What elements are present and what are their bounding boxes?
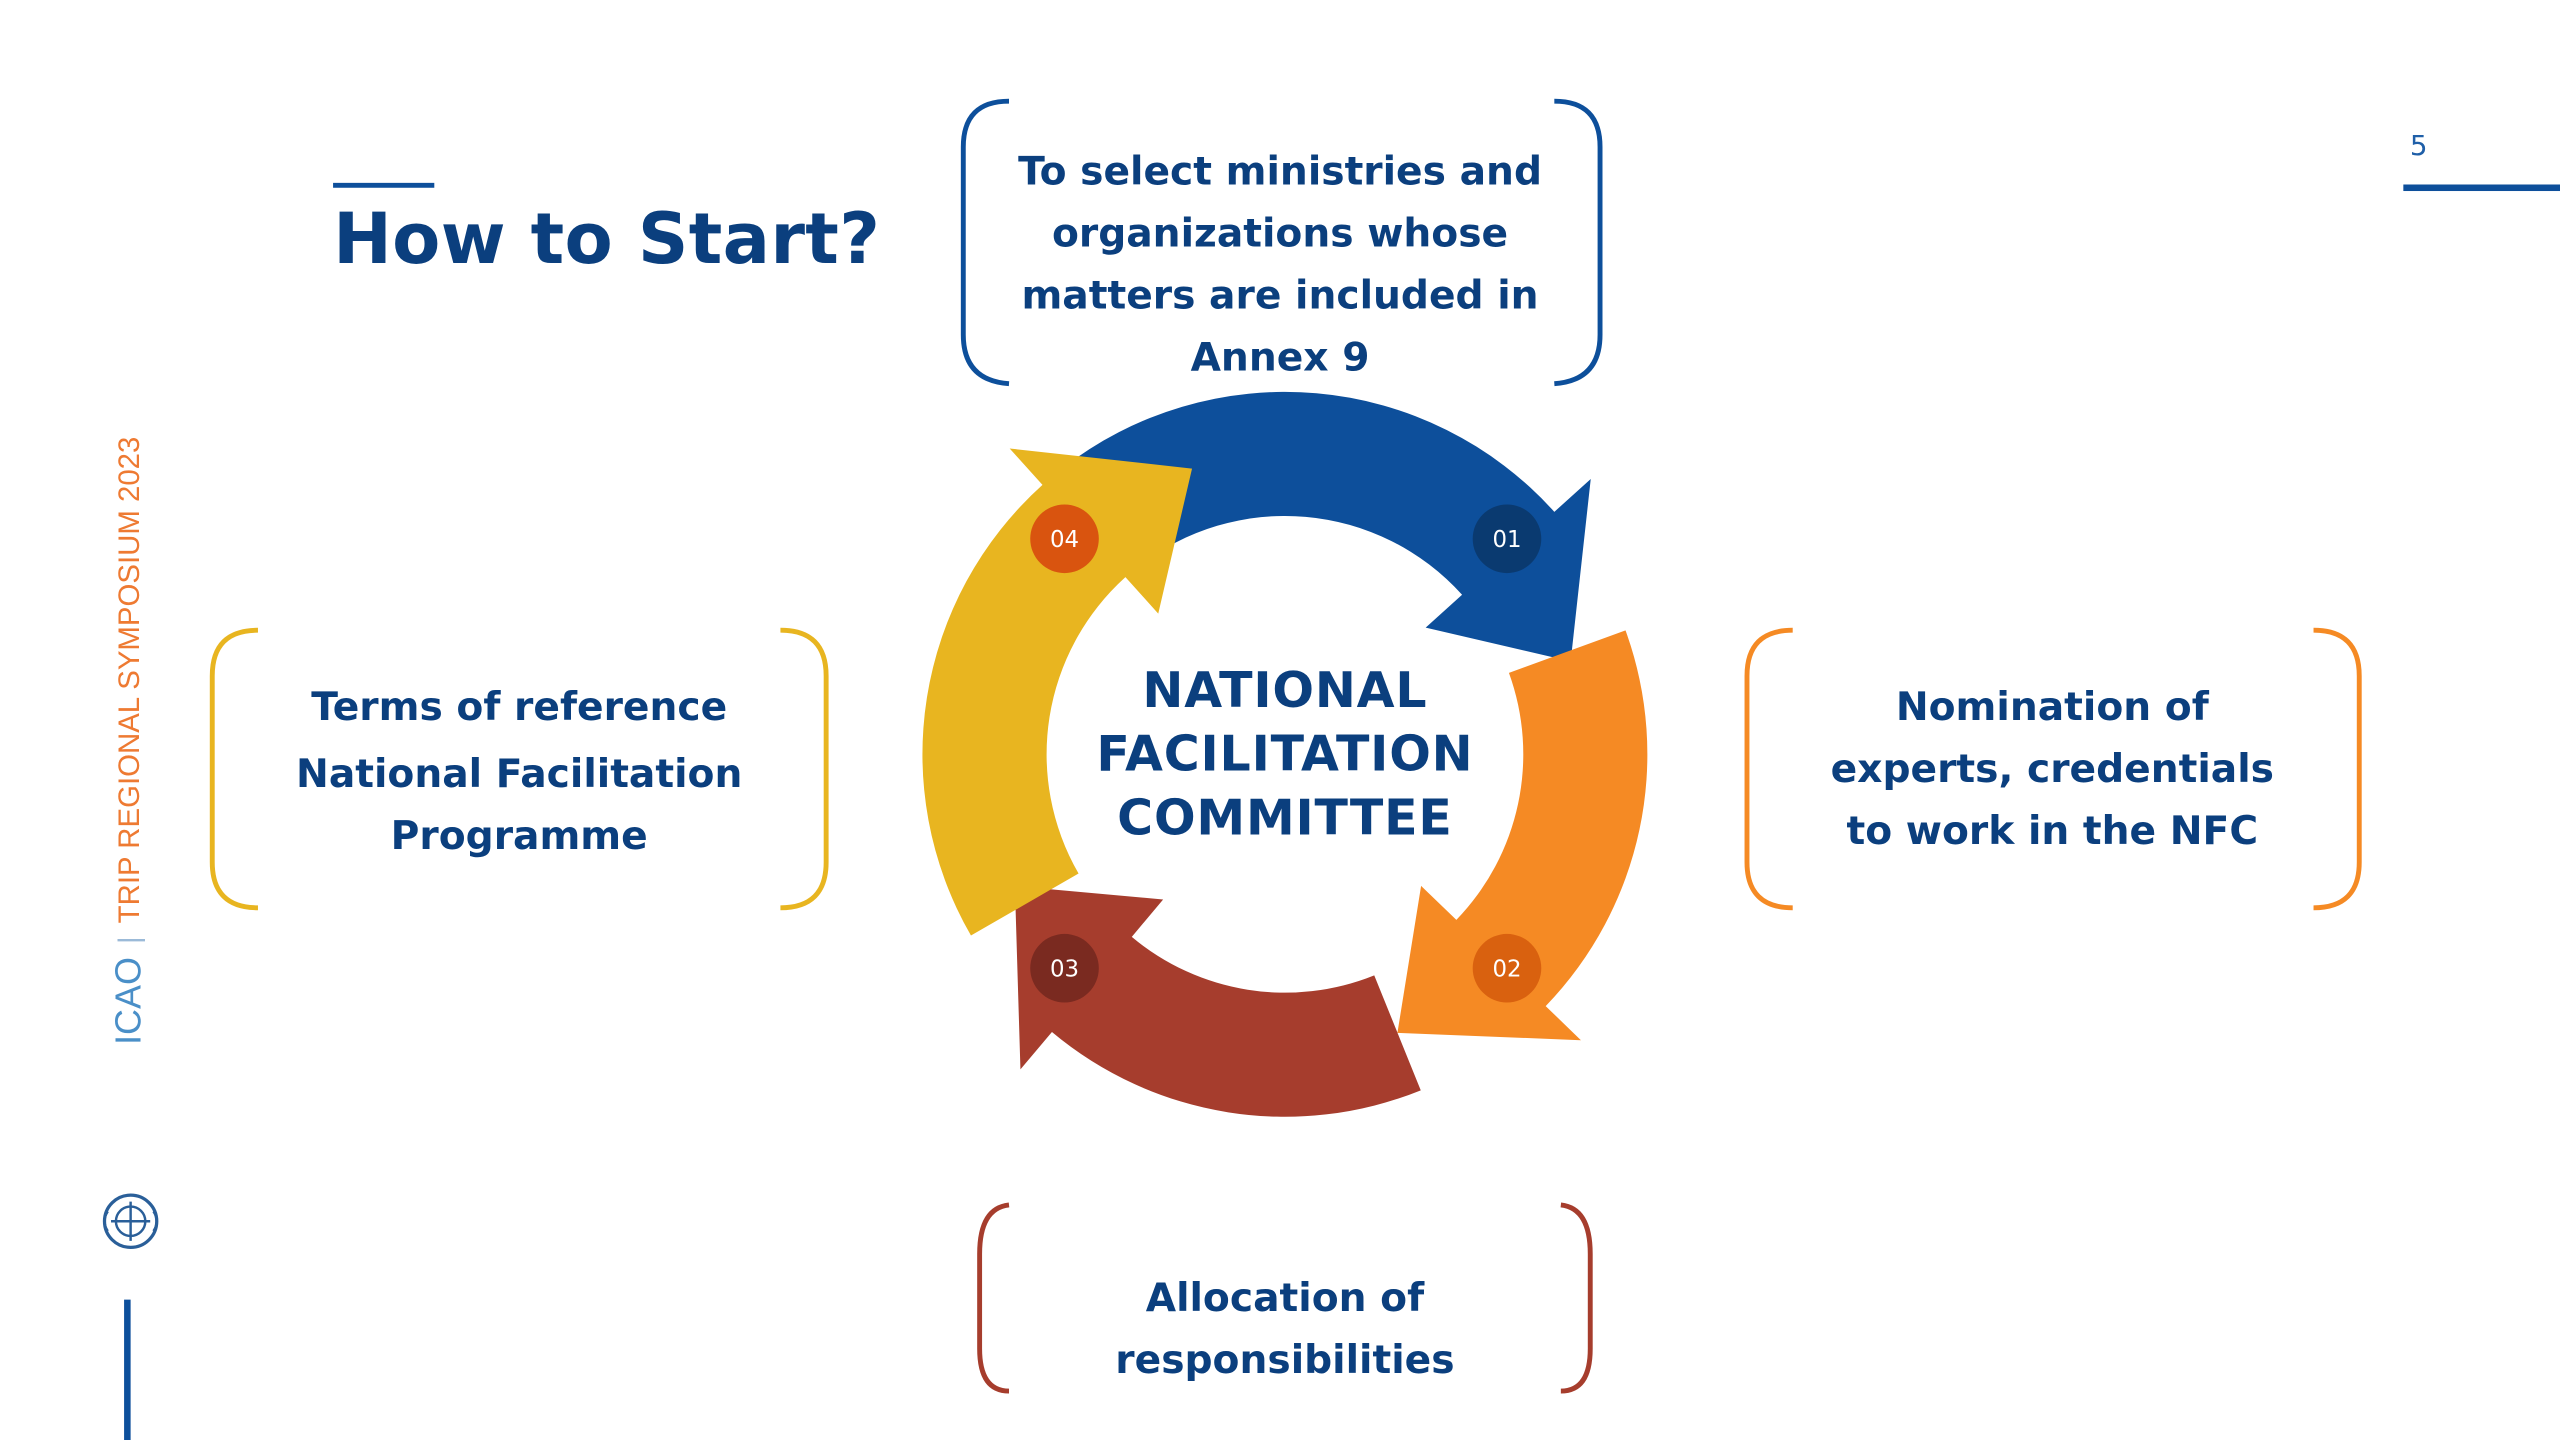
box-right-line: Nomination of <box>1895 684 2209 730</box>
box-right-line: experts, credentials <box>1830 746 2274 792</box>
box-right-brackets <box>1744 627 2362 911</box>
box-left-text: Terms of reference National Facilitation… <box>245 666 794 872</box>
arrow-02-orange <box>1397 630 1648 1041</box>
box-bottom-brackets <box>977 1202 1593 1394</box>
box-bottom-text: Allocation of responsibilities <box>996 1267 1574 1391</box>
box-top-line: Annex 9 <box>1190 334 1370 381</box>
box-top-brackets <box>960 98 1603 387</box>
box-bottom-line: responsibilities <box>1115 1337 1455 1383</box>
step-02-number: 02 <box>1492 956 1521 982</box>
box-left-line: National Facilitation <box>296 751 743 797</box>
box-top-text: To select ministries and organizations w… <box>980 140 1581 388</box>
box-left-line: Programme <box>390 813 648 859</box>
page-number: 5 <box>2409 130 2428 164</box>
step-02-marker: 02 <box>1472 933 1542 1003</box>
step-03-marker: 03 <box>1030 933 1099 1003</box>
icao-emblem-icon <box>102 1193 159 1250</box>
box-left-line: Terms of reference <box>311 684 728 730</box>
step-04-number: 04 <box>1050 527 1079 553</box>
arrow-01-blue <box>1061 391 1591 662</box>
box-right-line: to work in the NFC <box>1846 808 2259 854</box>
center-label-line: FACILITATION <box>1096 726 1474 784</box>
center-label: NATIONAL FACILITATION COMMITTEE <box>1038 660 1531 851</box>
arrow-04-yellow <box>922 448 1193 936</box>
page-number-line <box>2403 184 2560 192</box>
center-label-line: NATIONAL <box>1142 662 1428 721</box>
center-label-line: COMMITTEE <box>1117 790 1453 848</box>
step-01-marker: 01 <box>1472 504 1542 574</box>
cycle-arrows <box>922 391 1648 1117</box>
title-accent-bar <box>333 182 435 188</box>
arrow-03-brown <box>1014 886 1421 1117</box>
step-01-number: 01 <box>1492 527 1521 553</box>
box-top-line: To select ministries and <box>1018 148 1543 195</box>
slide-title: How to Start? <box>333 199 881 281</box>
box-left-brackets <box>209 627 829 911</box>
step-04-marker: 04 <box>1030 504 1099 574</box>
step-03-number: 03 <box>1050 956 1079 982</box>
sidebar-line <box>124 1299 131 1440</box>
box-right-text: Nomination of experts, credentials to wo… <box>1773 676 2331 862</box>
box-top-line: organizations whose <box>1051 210 1509 257</box>
box-top-line: matters are included in <box>1021 272 1539 319</box>
box-bottom-line: Allocation of <box>1145 1275 1425 1321</box>
